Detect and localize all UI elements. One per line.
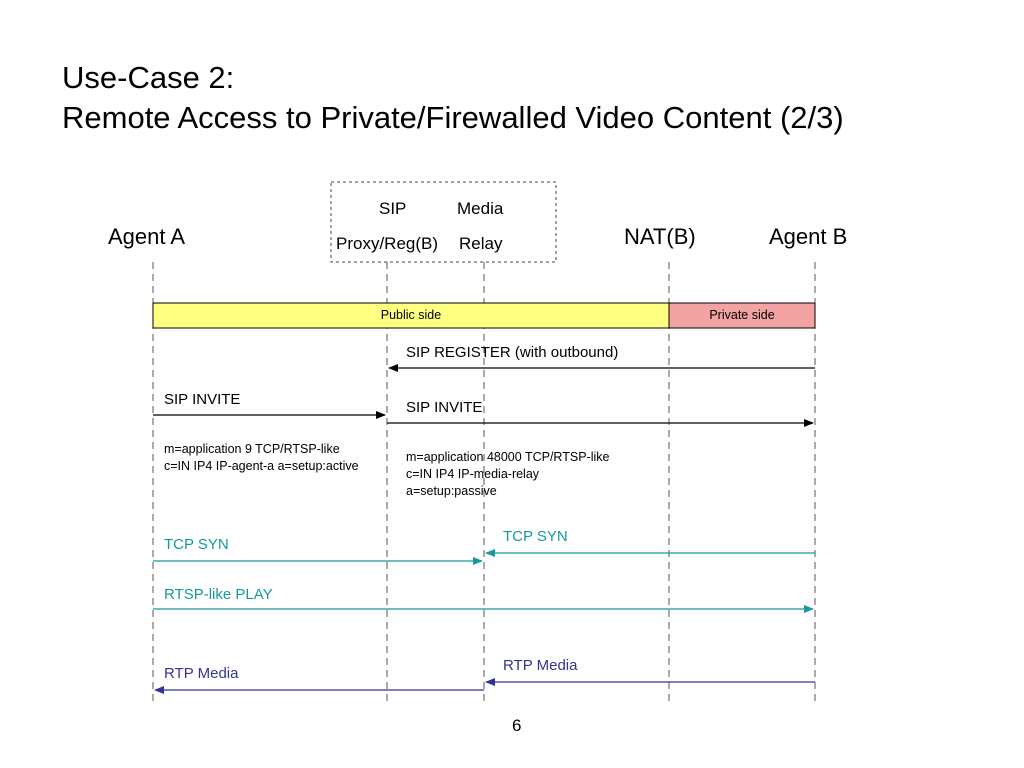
sip-label: SIP [379,199,407,218]
agent-a-label: Agent A [108,224,186,249]
sdp-answer-line: m=application 48000 TCP/RTSP-like [406,450,610,464]
rtp-media-b-label: RTP Media [503,657,578,674]
public-side-label: Public side [380,308,442,322]
page-number: 6 [512,716,522,735]
sdp-offer-line: m=application 9 TCP/RTSP-like [164,442,340,456]
sdp-answer-line: c=IN IP4 IP-media-relay [406,467,540,481]
sdp-answer-note: m=application 48000 TCP/RTSP-like c=IN I… [406,449,609,500]
rtsp-play-label: RTSP-like PLAY [164,586,273,603]
nat-b-label: NAT(B) [624,224,696,249]
sdp-offer-line: c=IN IP4 IP-agent-a a=setup:active [164,459,359,473]
private-side-band [668,302,816,329]
slide-title: Use-Case 2: Remote Access to Private/Fir… [62,58,844,138]
sdp-offer-note: m=application 9 TCP/RTSP-like c=IN IP4 I… [164,441,359,475]
server-group-box [330,181,557,263]
tcp-syn-a-label: TCP SYN [164,536,229,553]
private-side-label: Private side [709,308,775,322]
title-line-1: Use-Case 2: [62,60,235,95]
tcp-syn-b-label: TCP SYN [503,528,568,545]
title-line-2: Remote Access to Private/Firewalled Vide… [62,100,844,135]
sip-register-label: SIP REGISTER (with outbound) [406,344,619,361]
agent-b-label: Agent B [769,224,848,249]
media-label: Media [457,199,504,218]
proxy-reg-label: Proxy/Reg(B) [336,234,439,253]
rtp-media-a-label: RTP Media [164,665,239,682]
relay-label: Relay [459,234,503,253]
sip-invite-b-label: SIP INVITE [406,399,483,416]
sip-invite-a-label: SIP INVITE [164,391,241,408]
sdp-answer-line: a=setup:passive [406,484,497,498]
